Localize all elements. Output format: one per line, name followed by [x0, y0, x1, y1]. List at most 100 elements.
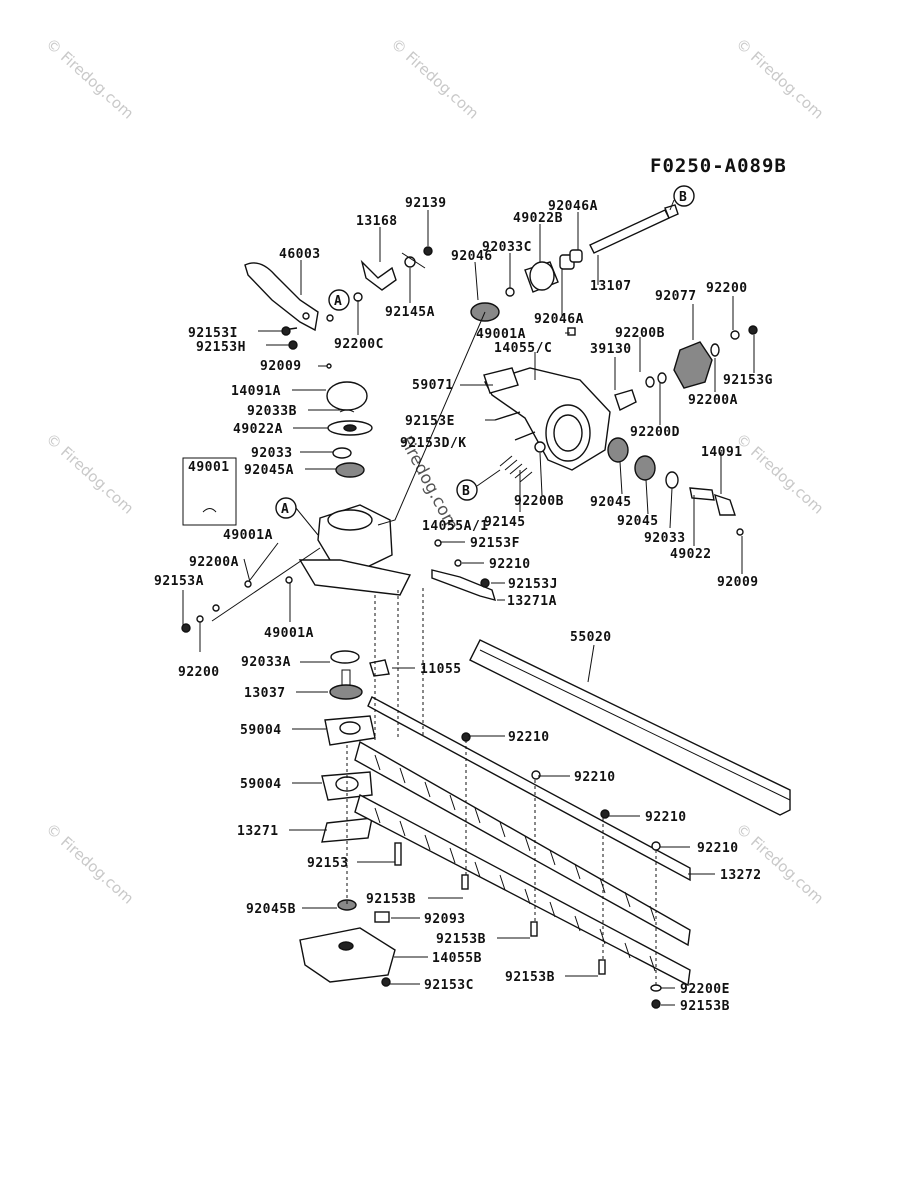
part-label: 92153B [366, 892, 416, 907]
part-label: 92046A [548, 199, 598, 214]
clip-92033a-part [330, 650, 360, 664]
part-labels: 46003 13168 92139 92153I 92153H 92200C 9… [154, 196, 773, 1014]
part-label: 92200 [178, 665, 220, 680]
part-label: 92093 [424, 912, 466, 927]
part-label: 92077 [655, 289, 697, 304]
part-label: 92153I [188, 326, 238, 341]
part-label: 92139 [405, 196, 447, 211]
part-label: 11055 [420, 662, 462, 677]
part-label: 92153C [424, 978, 474, 993]
part-label: 92210 [508, 730, 550, 745]
part-label: 14055B [432, 951, 482, 966]
part-label: 92200B [615, 326, 665, 341]
handle-bracket-part [244, 262, 319, 332]
part-label: 49022A [233, 422, 283, 437]
part-label: 92009 [717, 575, 759, 590]
part-label: 92153G [723, 373, 773, 388]
part-label: 92145A [385, 305, 435, 320]
bearing-92045-part [607, 437, 629, 463]
lever-part [360, 259, 397, 291]
part-label: 49022B [513, 211, 563, 226]
part-label: 14091 [701, 445, 743, 460]
part-label: 59004 [240, 777, 282, 792]
leader-lines [182, 210, 755, 1006]
bar-13271a-part [431, 569, 497, 601]
cover-14055b-part [299, 927, 396, 983]
watermark: © Firedog.com [42, 430, 137, 518]
part-label: 92153 [307, 856, 349, 871]
part-label: 92033A [241, 655, 291, 670]
part-label: 92153H [196, 340, 246, 355]
part-label: 92009 [260, 359, 302, 374]
part-label: 92153B [436, 932, 486, 947]
part-label: 92210 [574, 770, 616, 785]
callout-b-circle [456, 479, 478, 501]
part-label: 92200 [706, 281, 748, 296]
bearing-92045a-part [335, 462, 365, 478]
callout-b-circle [673, 185, 695, 207]
part-label: 92033 [251, 446, 293, 461]
cover-14091-part [714, 493, 736, 516]
part-label: 92153J [508, 577, 558, 592]
part-label: 92045A [244, 463, 294, 478]
watermark: © Firedog.com [732, 820, 827, 908]
part-label: 92200D [630, 425, 680, 440]
box-49001-label: 49001 [188, 460, 230, 475]
part-label: 13168 [356, 214, 398, 229]
diagram-code: F0250-A089B [650, 155, 787, 177]
part-label: 13271 [237, 824, 279, 839]
part-label: 13037 [244, 686, 286, 701]
box-49001 [182, 457, 237, 526]
part-label: 92033C [482, 240, 532, 255]
part-label: 13271A [507, 594, 557, 609]
part-label: 92153A [154, 574, 204, 589]
drive-shaft-part [589, 209, 670, 254]
crank-13037-part [329, 684, 363, 700]
part-label: 92033B [247, 404, 297, 419]
part-label: 55020 [570, 630, 612, 645]
part-label: 49001A [223, 528, 273, 543]
watermark: © Firedog.com [42, 35, 137, 123]
part-label: 92045 [590, 495, 632, 510]
cover-14091a-part [326, 381, 368, 411]
part-label: 92200B [514, 494, 564, 509]
callout-a-label: A [281, 502, 289, 517]
watermark: © Firedog.com [732, 35, 827, 123]
part-label: 14055A/1 [422, 519, 489, 534]
part-label: 92210 [645, 810, 687, 825]
part-label: 92045 [617, 514, 659, 529]
part-drawings [181, 204, 791, 1009]
blade-lower-part [354, 793, 691, 987]
part-label: 92153B [505, 970, 555, 985]
part-label: 92153D/K [400, 436, 467, 451]
callout-b-label: B [462, 484, 470, 499]
blade-support-55020-part [469, 639, 791, 816]
part-label: 49022 [670, 547, 712, 562]
part-label: 92046A [534, 312, 584, 327]
part-label: 46003 [279, 247, 321, 262]
callout-b-label: B [679, 190, 687, 205]
part-label: 92033 [644, 531, 686, 546]
part-label: 92200A [688, 393, 738, 408]
part-label: 92200E [680, 982, 730, 997]
watermark: © Firedog.com [732, 430, 827, 518]
blade-upper-part [354, 740, 691, 947]
watermark: © Firedog.com [42, 820, 137, 908]
part-label: 14091A [231, 384, 281, 399]
part-label: 92200A [189, 555, 239, 570]
part-label: 92210 [489, 557, 531, 572]
connector-13272-part [367, 696, 691, 882]
part-label: 39130 [590, 342, 632, 357]
cap-92077-part [673, 341, 713, 389]
watermark: © Firedog.com [387, 35, 482, 123]
part-label: 92210 [697, 841, 739, 856]
part-label: 49001A [264, 626, 314, 641]
part-label: 14055/C [494, 341, 552, 356]
callouts: A A B B 49001 [188, 185, 695, 536]
part-label: 59004 [240, 723, 282, 738]
part-label: 92153E [405, 414, 455, 429]
part-label: 92153B [680, 999, 730, 1014]
callout-a-circle [328, 289, 350, 311]
part-label: 92145 [484, 515, 526, 530]
